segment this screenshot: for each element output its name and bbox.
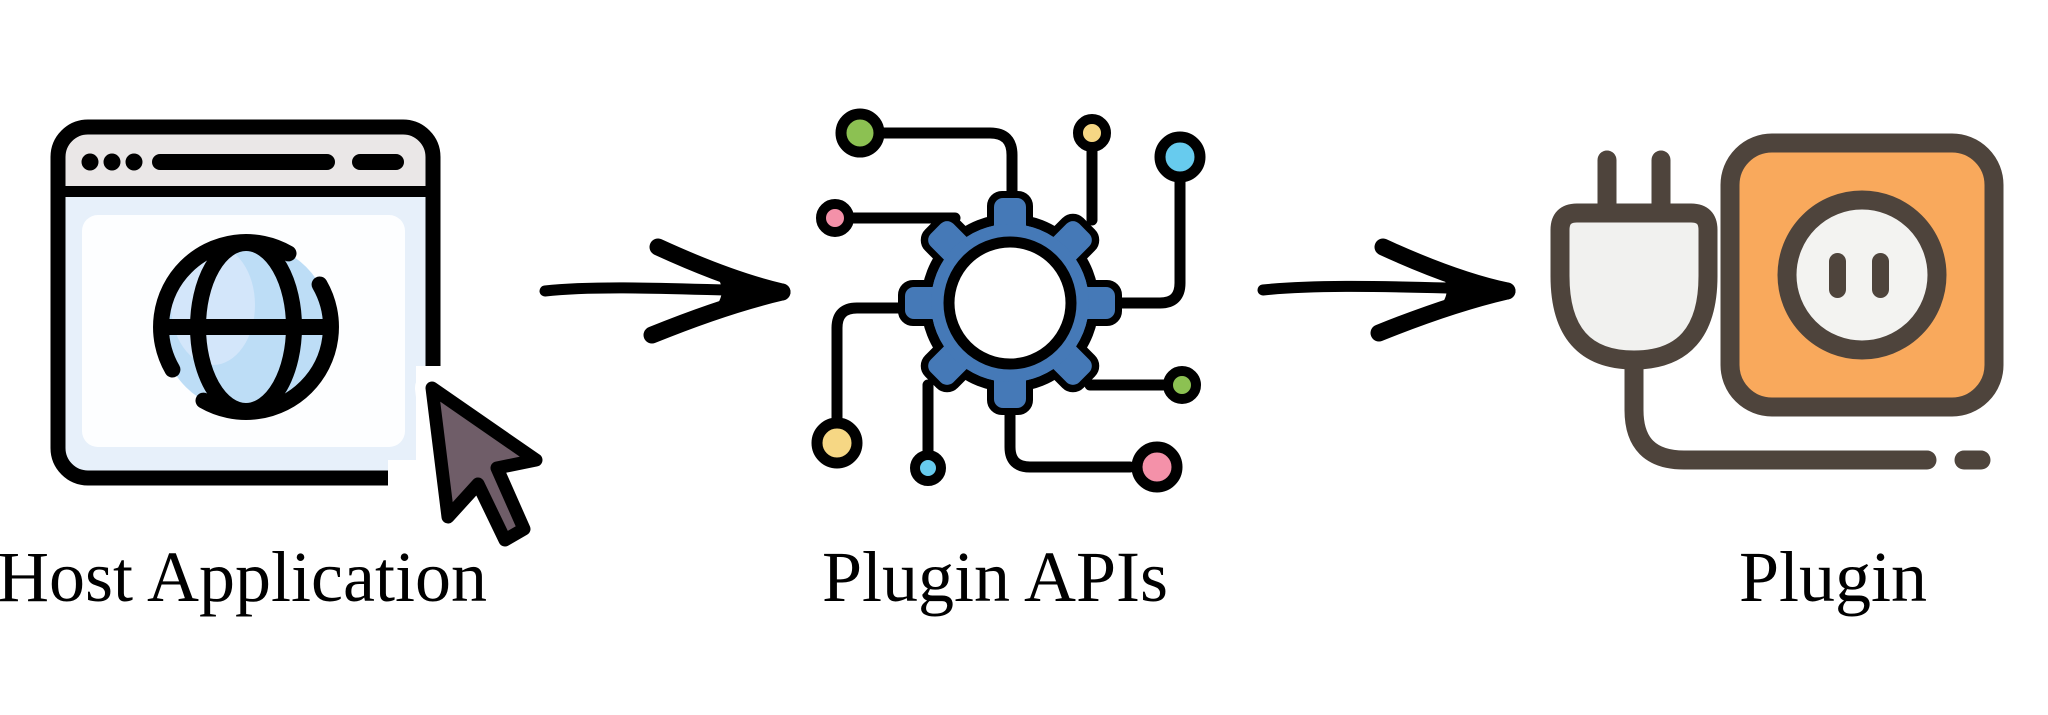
plug-body <box>1550 203 1718 370</box>
socket-icon <box>1720 133 2004 417</box>
circuit-wires <box>829 127 1188 474</box>
flow-arrow-2-right-icon <box>1257 238 1516 342</box>
topbar-short-bar <box>352 154 404 170</box>
socket-slot-left <box>1829 253 1846 298</box>
api-node-yellow-bottom-left <box>811 417 863 469</box>
plug-socket-icon <box>1550 133 2004 470</box>
browser-window-icon <box>50 119 553 557</box>
api-node-green-right <box>1163 366 1201 404</box>
plug-icon <box>1550 150 1718 370</box>
flow-arrow-1-right-icon <box>539 238 791 344</box>
browser-window-border <box>50 119 441 486</box>
api-node-pink-bottom-right <box>1131 441 1183 493</box>
plugin-apis-label: Plugin APIs <box>821 537 1169 617</box>
api-node-cyan-bottom <box>910 450 946 486</box>
socket-face <box>1777 190 1947 360</box>
cursor-icon <box>425 381 543 547</box>
globe-icon <box>153 234 339 420</box>
api-node-cyan-top-right <box>1154 131 1206 183</box>
api-node-yellow-top <box>1073 114 1111 152</box>
host-application-label: Host Application <box>0 537 487 617</box>
circuit-nodes <box>811 108 1206 493</box>
api-node-green-top-left <box>835 108 885 158</box>
plugin-label: Plugin <box>1738 537 1928 617</box>
gear-center-hole <box>943 236 1077 370</box>
browser-topbar-divider <box>58 186 433 197</box>
gear-icon <box>898 191 1122 415</box>
plugin-apis-icon <box>811 108 1206 493</box>
socket-slot-right <box>1872 253 1889 298</box>
plug-cord <box>1624 342 1937 470</box>
browser-window-dots <box>81 153 143 171</box>
api-node-pink-left <box>816 199 854 237</box>
address-bar <box>152 154 335 170</box>
